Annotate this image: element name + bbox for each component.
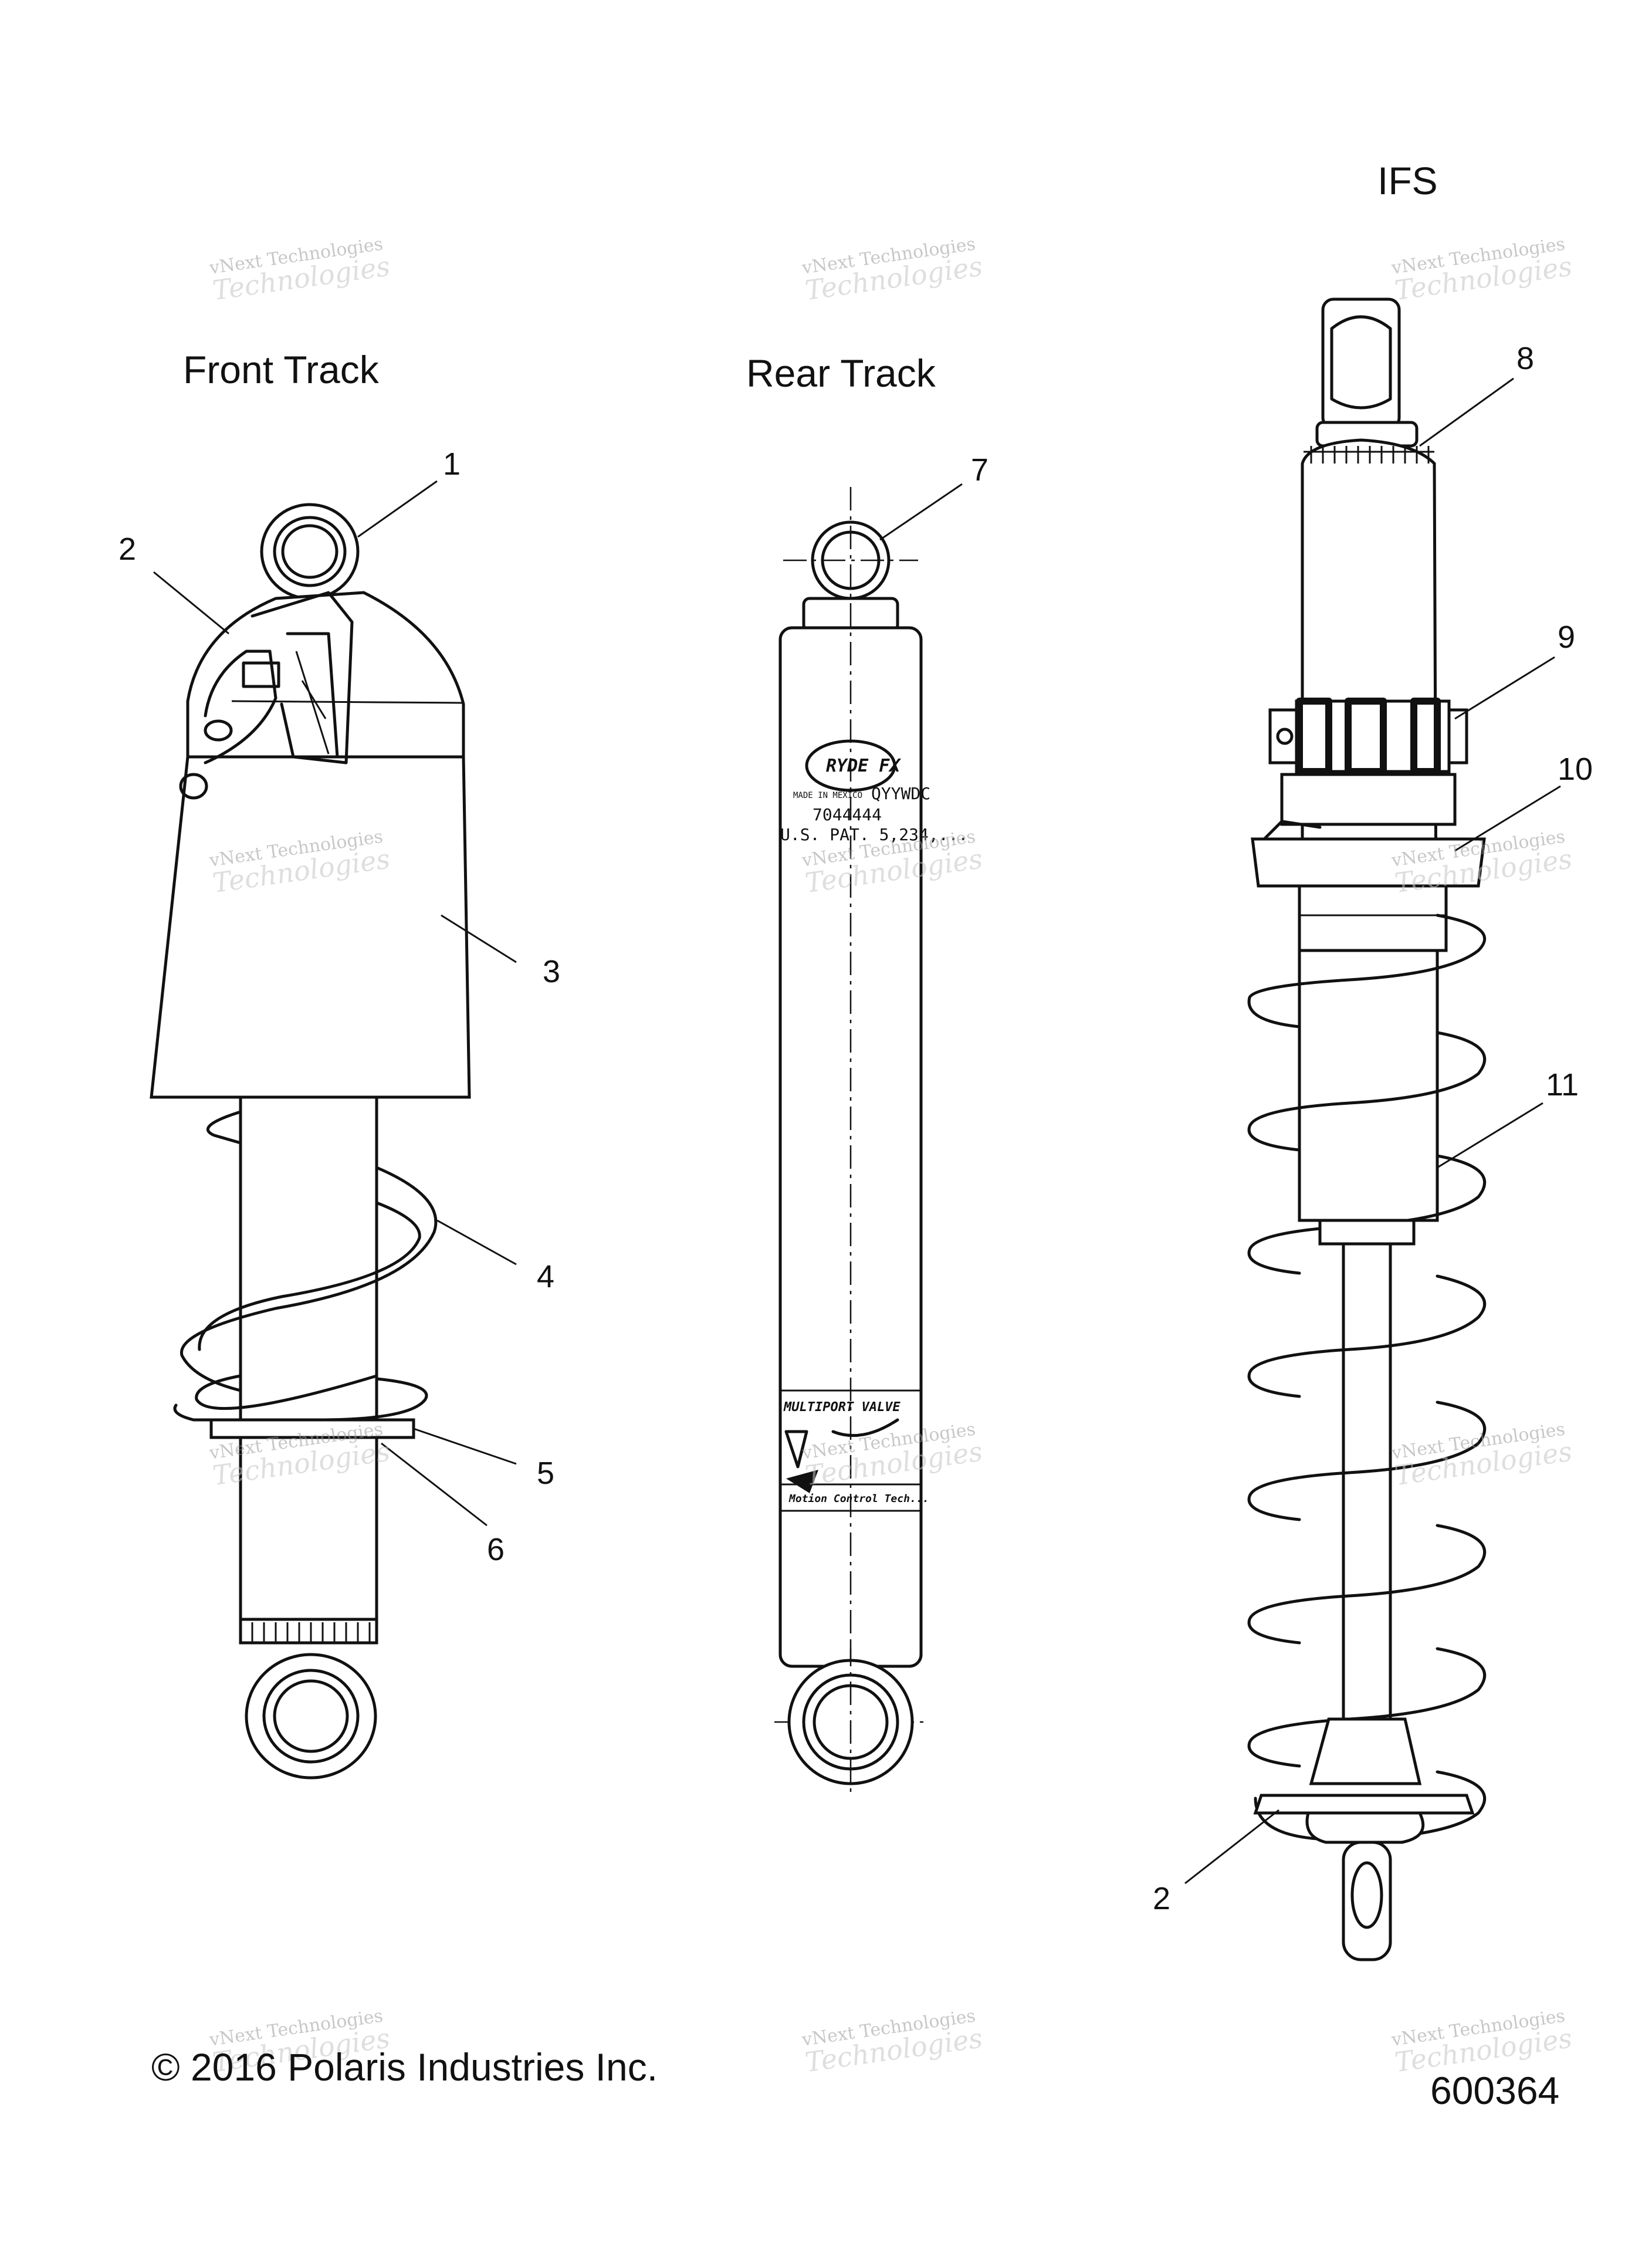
callout-6: 6 (487, 1532, 505, 1567)
callout-10: 10 (1558, 752, 1593, 787)
callout-11: 11 (1546, 1067, 1579, 1102)
callout-3: 3 (543, 954, 561, 989)
decal-valve: MULTIPORT VALVE (783, 1400, 901, 1415)
callout-5: 5 (537, 1456, 555, 1491)
figure-id: 600364 (1430, 2069, 1560, 2112)
decal-logo: RYDE FX (826, 756, 901, 776)
copyright-text: © 2016 Polaris Industries Inc. (151, 2045, 658, 2089)
ifs-shock (1184, 297, 1561, 1961)
callout-8: 8 (1516, 341, 1535, 376)
decal-part: 7044444 (813, 805, 882, 824)
callout-2-ifs: 2 (1153, 1881, 1171, 1916)
decal-tagline: Motion Control Tech... (788, 1493, 929, 1505)
title-rear-track: Rear Track (746, 351, 936, 395)
rear-track-shock: RYDE FX MADE IN MEXICO QYYWDC 7044444 U.… (774, 483, 968, 1795)
decal-patent: U.S. PAT. 5,234,... (780, 825, 968, 844)
decal-code: QYYWDC (871, 784, 930, 803)
callout-2-front: 2 (119, 532, 137, 567)
decal-made-in: MADE IN MEXICO (793, 791, 862, 800)
callout-4: 4 (537, 1259, 555, 1294)
title-front-track: Front Track (183, 348, 379, 391)
callout-1: 1 (443, 446, 461, 482)
front-track-shock (150, 480, 517, 1780)
callout-9: 9 (1558, 620, 1576, 655)
callout-7: 7 (971, 452, 989, 488)
title-ifs: IFS (1377, 159, 1438, 202)
